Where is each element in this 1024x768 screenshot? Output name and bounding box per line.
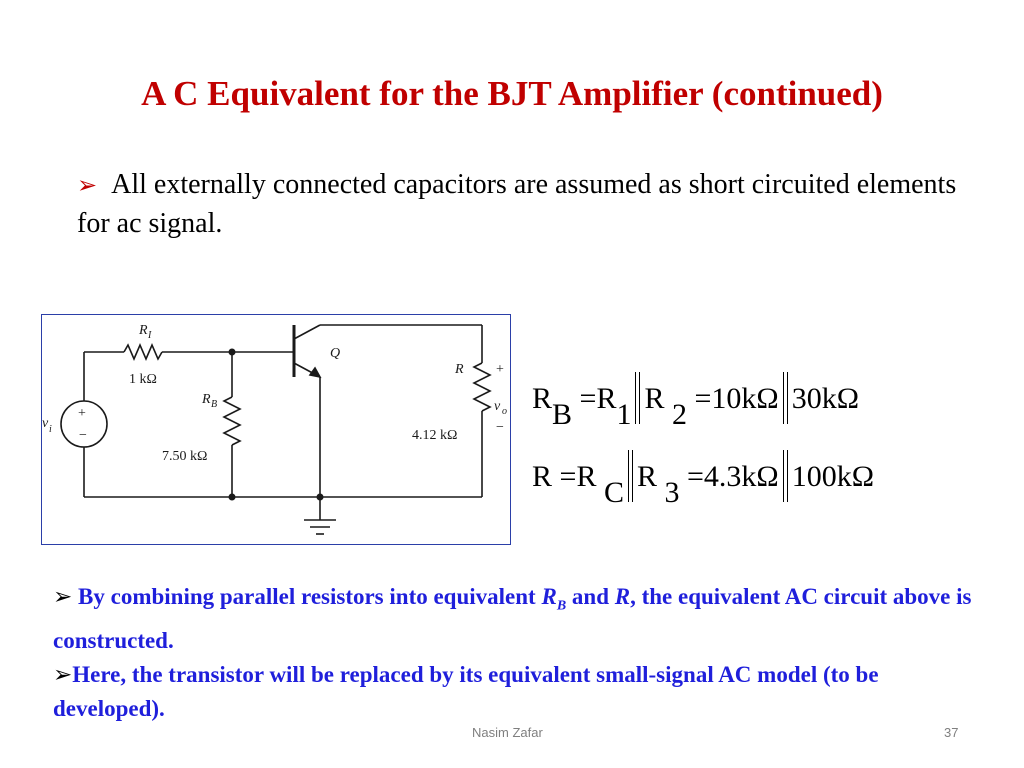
eq2-value-1: 4.3kΩ	[703, 460, 779, 493]
eq1-r1: R	[596, 382, 617, 415]
eq2-rc: R	[576, 460, 597, 493]
arrow-bullet-icon: ➢	[53, 584, 73, 609]
footer-author: Nasim Zafar	[472, 725, 543, 740]
eq1-value-2: 30kΩ	[791, 382, 859, 415]
source-minus-sign: −	[79, 428, 87, 443]
vo-sub: o	[502, 406, 507, 417]
bullet-capacitors-text: All externally connected capacitors are …	[77, 169, 957, 239]
bottom-bullets: ➢ By combining parallel resistors into e…	[53, 580, 973, 726]
source-plus-sign: +	[78, 406, 86, 421]
eq1-equals: =	[579, 382, 597, 415]
ac-equivalent-circuit: + − v i R I 1 kΩ R B 7.50 kΩ Q R 4.12 kΩ…	[41, 314, 511, 545]
bullet-transistor: ➢Here, the transistor will be replaced b…	[53, 658, 973, 726]
arrow-bullet-icon: ➢	[77, 173, 98, 199]
rb-symbol: R	[541, 584, 557, 609]
circuit-diagram: + − v i R I 1 kΩ R B 7.50 kΩ Q R 4.12 kΩ…	[42, 323, 507, 535]
r1-sub: I	[147, 330, 152, 341]
r-load-resistor-symbol	[472, 362, 492, 412]
eq1-equals-2: =	[694, 382, 712, 415]
eq2-equals: =	[559, 460, 577, 493]
eq2-rc-sub: C	[603, 476, 624, 509]
vo-plus-sign: +	[496, 362, 504, 377]
eq2-equals-2: =	[686, 460, 704, 493]
bullet-combining-text-start: By combining parallel resistors into equ…	[78, 584, 536, 609]
page-number: 37	[944, 725, 959, 740]
eq1-r2: R	[644, 382, 665, 415]
bullet-capacitors: ➢All externally connected capacitors are…	[77, 166, 957, 243]
eq1-lhs: R	[532, 382, 553, 415]
eq1-r1-sub: 1	[616, 398, 632, 431]
vi-sub: i	[49, 424, 52, 435]
rb-resistor-symbol	[222, 396, 242, 446]
vo-label: v	[494, 399, 501, 414]
bullet-combining: ➢ By combining parallel resistors into e…	[53, 580, 973, 658]
slide-title: A C Equivalent for the BJT Amplifier (co…	[141, 74, 883, 113]
eq2-r3-sub: 3	[664, 476, 680, 509]
rb-sub: B	[211, 399, 217, 410]
eq2-r3: R	[636, 460, 657, 493]
q-label: Q	[330, 346, 340, 361]
vi-label: v	[42, 416, 49, 431]
parallel-symbol	[782, 450, 788, 502]
r1-value: 1 kΩ	[129, 372, 157, 387]
eq1-value-1: 10kΩ	[711, 382, 779, 415]
bullet-combining-and: and	[571, 584, 609, 609]
eq2-value-2: 100kΩ	[791, 460, 874, 493]
rb-label: R	[201, 392, 211, 407]
eq2-lhs: R	[532, 460, 553, 493]
voltage-source-symbol	[60, 400, 108, 448]
bullet-transistor-text: Here, the transistor will be replaced by…	[53, 661, 879, 721]
bullet-combining-text-end: , the equivalent AC circuit above is con…	[53, 584, 972, 653]
parallel-symbol	[627, 450, 633, 502]
arrow-bullet-icon: ➢	[53, 661, 73, 687]
parallel-symbol	[635, 372, 641, 424]
r1-resistor-symbol	[123, 342, 163, 362]
eq1-lhs-sub: B	[552, 398, 573, 431]
rb-symbol-sub: B	[556, 598, 567, 614]
eq1-r2-sub: 2	[671, 398, 687, 431]
parallel-symbol	[782, 372, 788, 424]
rb-value: 7.50 kΩ	[162, 449, 207, 464]
r-symbol: R	[614, 584, 631, 609]
r-value: 4.12 kΩ	[412, 428, 457, 443]
vo-minus-sign: −	[496, 420, 504, 435]
r1-label: R	[138, 323, 148, 338]
r-label: R	[454, 362, 464, 377]
